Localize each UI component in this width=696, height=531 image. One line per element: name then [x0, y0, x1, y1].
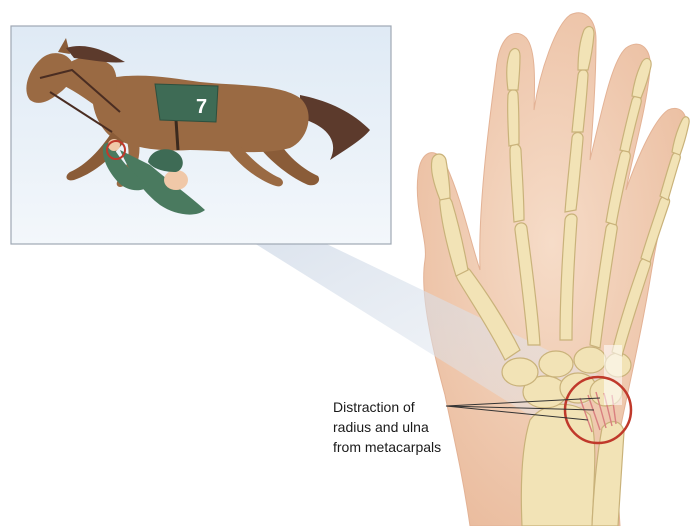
- annotation-line-1: Distraction of: [333, 398, 415, 417]
- saddle-cloth: [155, 84, 218, 122]
- annotation-line-3: from metacarpals: [333, 438, 441, 457]
- saddle-cloth-number: 7: [196, 96, 207, 118]
- wrist-highlight: [604, 345, 622, 405]
- annotation-line-2: radius and ulna: [333, 418, 429, 437]
